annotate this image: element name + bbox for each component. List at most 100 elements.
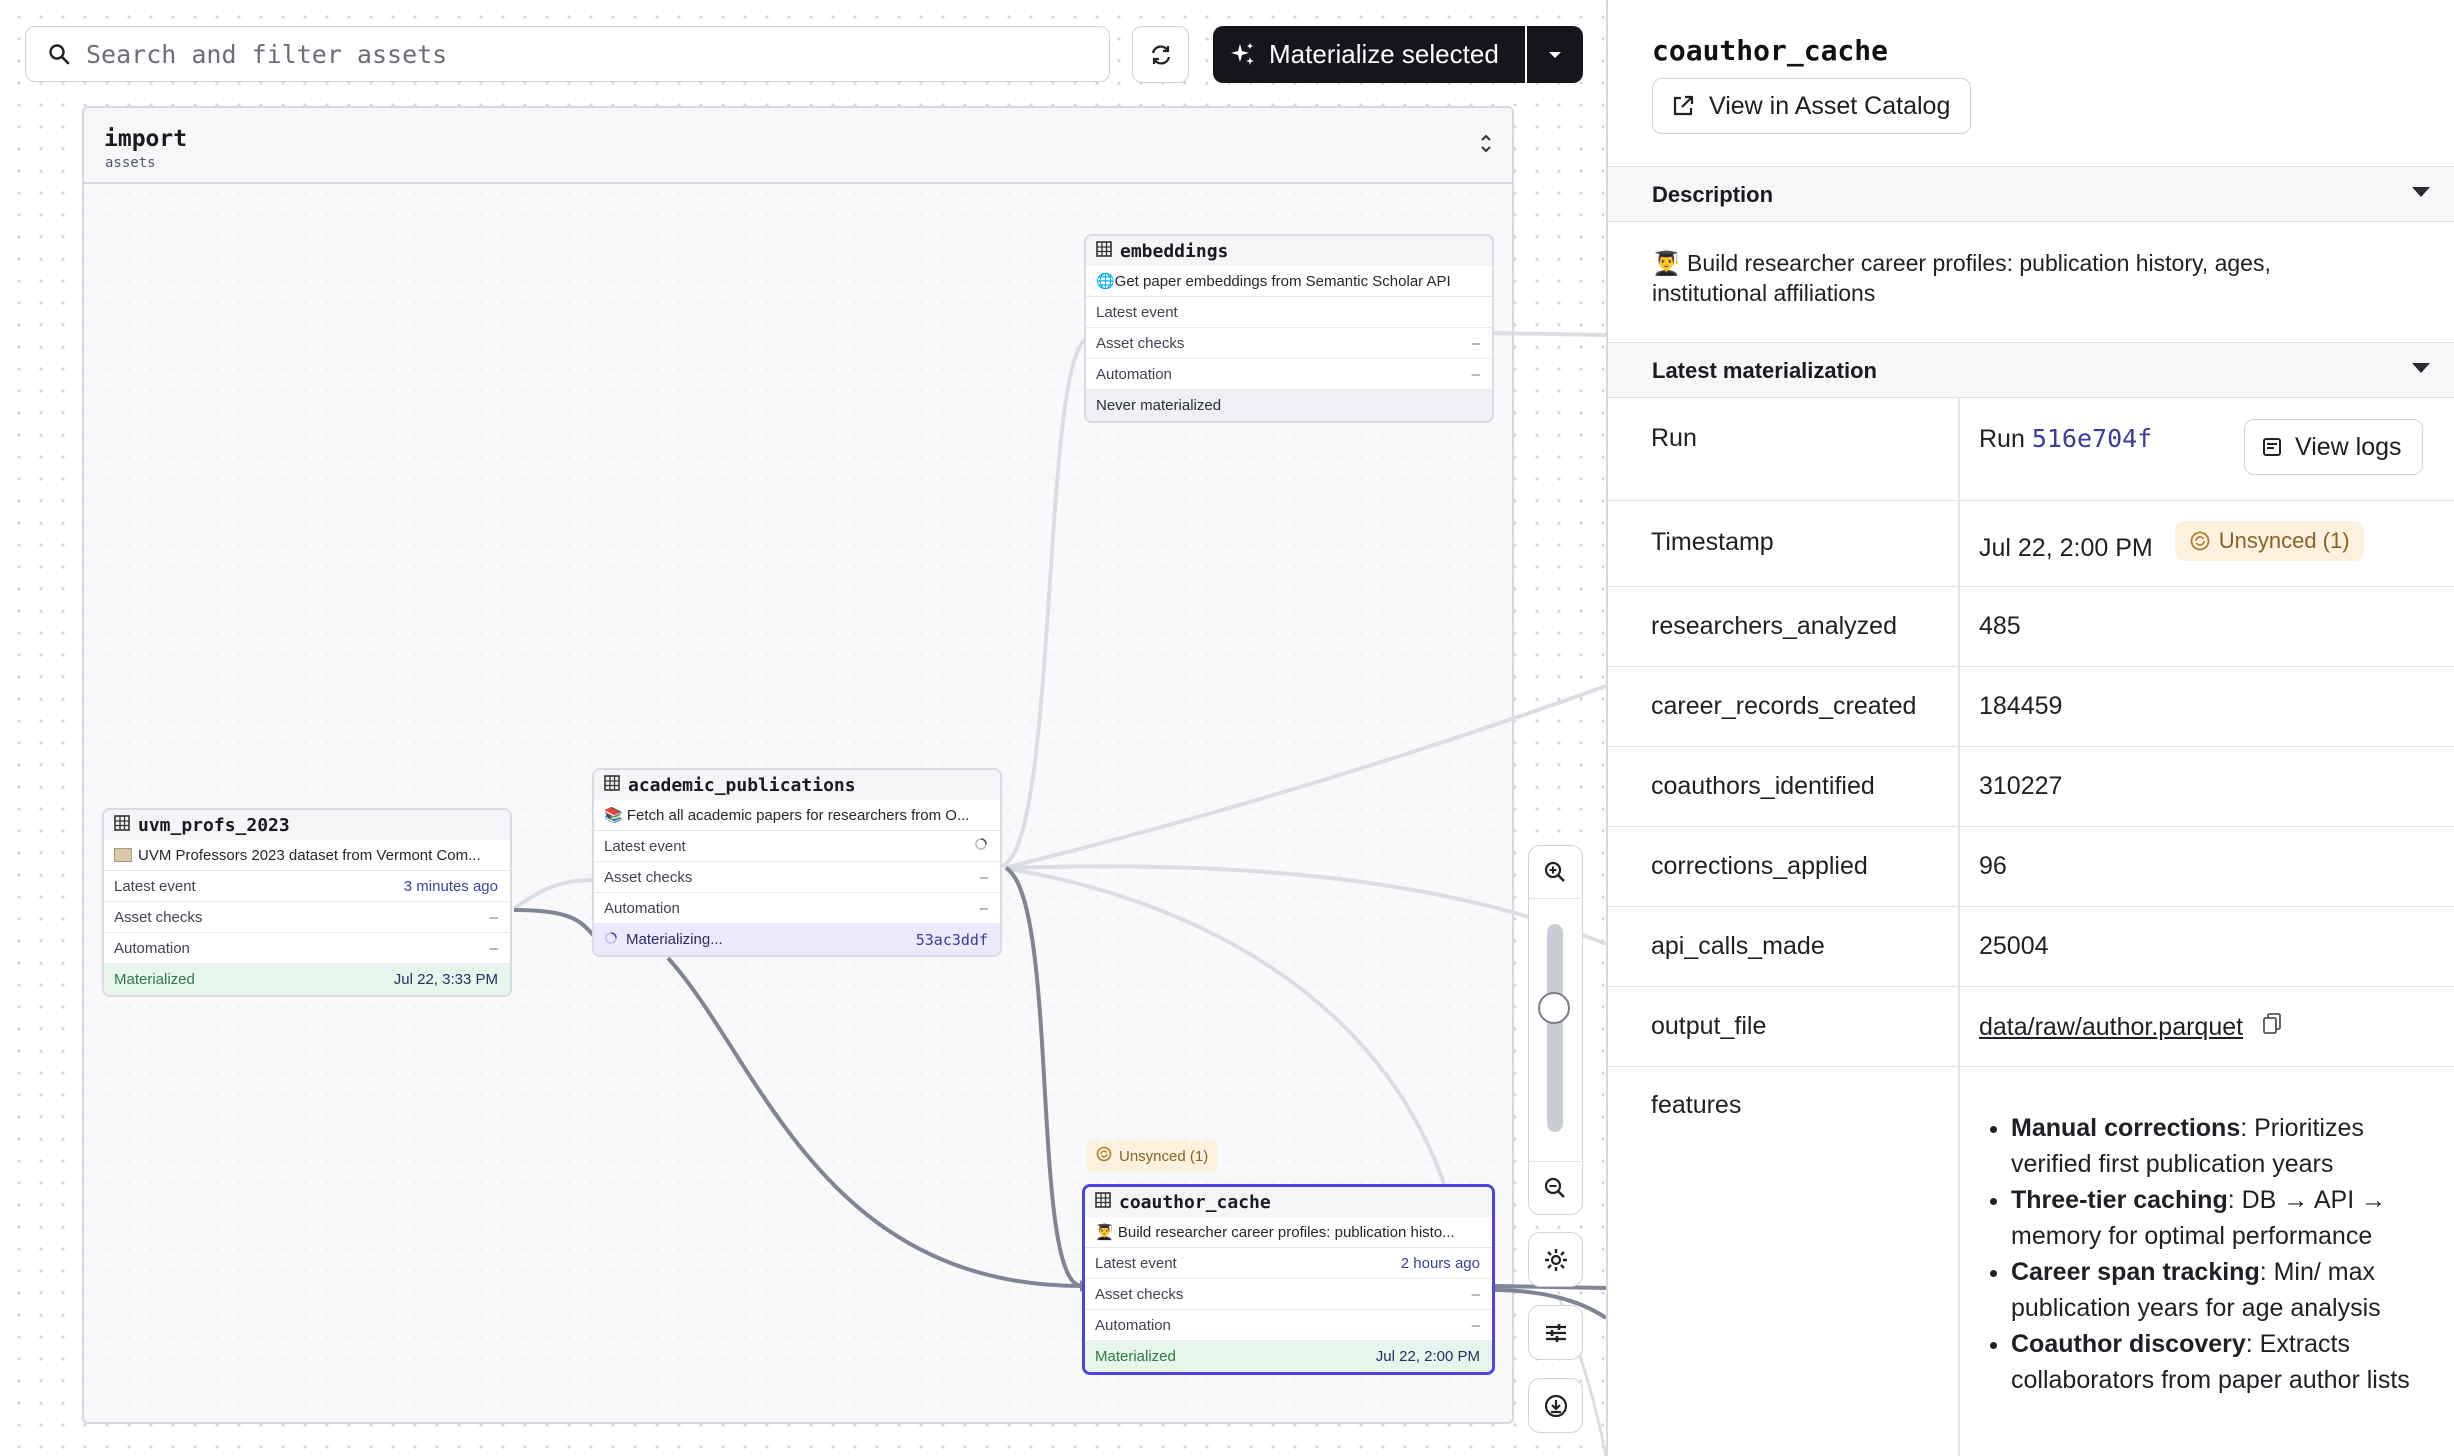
feature-title: Manual corrections — [2011, 1114, 2241, 1142]
asset-name: academic_publications — [628, 774, 856, 796]
unsynced-icon — [2190, 531, 2210, 551]
group-header[interactable]: import assets — [84, 108, 1512, 184]
metadata-key: output_file — [1651, 1012, 1767, 1040]
search-box[interactable] — [25, 26, 1110, 82]
feature-title: Coauthor discovery — [2011, 1330, 2246, 1358]
edge — [1003, 866, 1446, 1185]
feature-text: : Extracts collaborators from paper auth… — [2011, 1330, 2410, 1394]
output-file-link[interactable]: data/raw/author.parquet — [1979, 1013, 2244, 1041]
view-logs-button[interactable]: View logs — [2244, 419, 2423, 475]
unsynced-tag[interactable]: Unsynced (1) — [1086, 1140, 1219, 1172]
asset-description: 📚 Fetch all academic papers for research… — [594, 800, 1000, 831]
feature-title: Career span tracking — [2011, 1258, 2260, 1286]
sparkle-icon — [1231, 42, 1254, 65]
catalog-button-label: View in Asset Catalog — [1709, 91, 1951, 120]
metadata-key: Timestamp — [1651, 528, 1774, 556]
group-title: import — [104, 126, 188, 152]
status-text: Never materialized — [1096, 397, 1222, 414]
caret-down-icon[interactable] — [2412, 187, 2430, 197]
unsynced-badge[interactable]: Unsynced (1) — [2174, 521, 2364, 561]
asset-description-text: 👨‍🎓 Build researcher career profiles: pu… — [1652, 250, 2271, 306]
latest-event-label: Latest event — [1096, 303, 1178, 321]
settings-button[interactable] — [1528, 1232, 1583, 1287]
zoom-in-button[interactable] — [1529, 846, 1581, 899]
asset-name: embeddings — [1120, 240, 1229, 262]
zoom-in-icon — [1544, 861, 1565, 882]
zoom-slider-track[interactable] — [1547, 924, 1563, 1132]
edge — [1004, 866, 1083, 1288]
metadata-row-timestamp: Timestamp Jul 22, 2:00 PM Unsynced (1) — [1608, 501, 2454, 587]
asset-checks-label: Asset checks — [1096, 334, 1185, 352]
refresh-button[interactable] — [1132, 26, 1189, 83]
asset-checks-value: – — [1471, 1285, 1480, 1303]
automation-value: – — [1471, 365, 1480, 383]
asset-node-uvm-profs-2023[interactable]: uvm_profs_2023 UVM Professors 2023 datas… — [102, 808, 512, 997]
edge — [1003, 864, 1606, 946]
asset-checks-label: Asset checks — [1095, 1285, 1184, 1303]
copy-icon[interactable] — [2261, 1012, 2283, 1043]
logs-icon — [2263, 438, 2281, 456]
metadata-key: coauthors_identified — [1651, 772, 1875, 800]
download-button[interactable] — [1528, 1378, 1583, 1433]
asset-node-embeddings[interactable]: embeddings 🌐Get paper embeddings from Se… — [1084, 234, 1494, 423]
status-timestamp[interactable]: Jul 22, 3:33 PM — [393, 971, 498, 988]
description-section-header[interactable]: Description — [1608, 166, 2454, 222]
feature-item: Career span tracking: Min/ max publicati… — [2011, 1254, 2419, 1326]
features-list: Manual corrections: Prioritizes verified… — [1979, 1110, 2419, 1398]
metadata-key: corrections_applied — [1651, 852, 1868, 880]
status-text: Materialized — [114, 971, 195, 988]
run-id-link[interactable]: 53ac3ddf — [915, 930, 988, 949]
feature-text: : DB → API → memory for optimal performa… — [2011, 1186, 2387, 1250]
edge — [999, 336, 1091, 868]
asset-node-coauthor-cache[interactable]: coauthor_cache 👨‍🎓 Build researcher care… — [1082, 1184, 1495, 1375]
section-title: Latest materialization — [1652, 358, 1877, 383]
unsynced-icon — [1096, 1146, 1112, 1166]
latest-event-value[interactable]: 3 minutes ago — [403, 877, 498, 895]
timestamp-value: Jul 22, 2:00 PM — [1979, 533, 2153, 562]
dataset-icon — [114, 848, 132, 862]
group-subtitle: assets — [105, 155, 156, 171]
collapse-icon[interactable] — [1478, 134, 1494, 159]
loading-spinner-icon — [604, 931, 618, 949]
search-input[interactable] — [84, 38, 988, 70]
latest-event-label: Latest event — [1095, 1254, 1177, 1272]
zoom-out-button[interactable] — [1529, 1161, 1581, 1214]
asset-checks-value: – — [489, 908, 498, 926]
edge — [1003, 684, 1606, 870]
view-in-asset-catalog-button[interactable]: View in Asset Catalog — [1652, 78, 1972, 134]
metadata-row-run: Run Run 516e704f — [1608, 398, 2454, 501]
status-timestamp[interactable]: Jul 22, 2:00 PM — [1375, 1348, 1480, 1365]
latest-materialization-section-header[interactable]: Latest materialization — [1608, 342, 2454, 398]
asset-graph-canvas[interactable]: import assets embeddings 🌐Get paper embe… — [0, 0, 1606, 1456]
latest-event-label: Latest event — [114, 877, 196, 895]
edge — [1493, 1288, 1606, 1320]
zoom-slider-handle[interactable] — [1538, 992, 1570, 1024]
automation-label: Automation — [114, 939, 190, 957]
edge — [1491, 331, 1606, 337]
sliders-icon — [1545, 1323, 1566, 1342]
metadata-row: researchers_analyzed 485 — [1608, 587, 2454, 667]
edge — [513, 878, 593, 910]
view-logs-label: View logs — [2295, 432, 2402, 461]
latest-event-value[interactable]: 2 hours ago — [1400, 1254, 1480, 1272]
external-link-icon — [1673, 95, 1694, 116]
materialize-options-dropdown[interactable] — [1527, 26, 1583, 83]
automation-value: – — [489, 939, 498, 957]
metadata-row: career_records_created 184459 — [1608, 667, 2454, 747]
asset-node-academic-publications[interactable]: academic_publications 📚 Fetch all academ… — [592, 768, 1002, 957]
table-icon — [114, 814, 130, 836]
automation-value: – — [979, 899, 988, 917]
automation-label: Automation — [1095, 1316, 1171, 1334]
automation-label: Automation — [1096, 365, 1172, 383]
metadata-key: career_records_created — [1651, 692, 1917, 720]
metadata-value: 25004 — [1979, 932, 2049, 960]
layout-options-button[interactable] — [1528, 1305, 1583, 1360]
asset-description: UVM Professors 2023 dataset from Vermont… — [138, 846, 481, 864]
asset-description: 👨‍🎓 Build researcher career profiles: pu… — [1085, 1217, 1492, 1248]
metadata-row-output-file: output_file data/raw/author.parquet — [1608, 987, 2454, 1067]
run-id-link[interactable]: 516e704f — [2031, 424, 2153, 453]
zoom-out-icon — [1544, 1177, 1565, 1198]
materialize-selected-button[interactable]: Materialize selected — [1213, 26, 1525, 83]
metadata-row: corrections_applied 96 — [1608, 827, 2454, 907]
caret-down-icon[interactable] — [2412, 363, 2430, 373]
